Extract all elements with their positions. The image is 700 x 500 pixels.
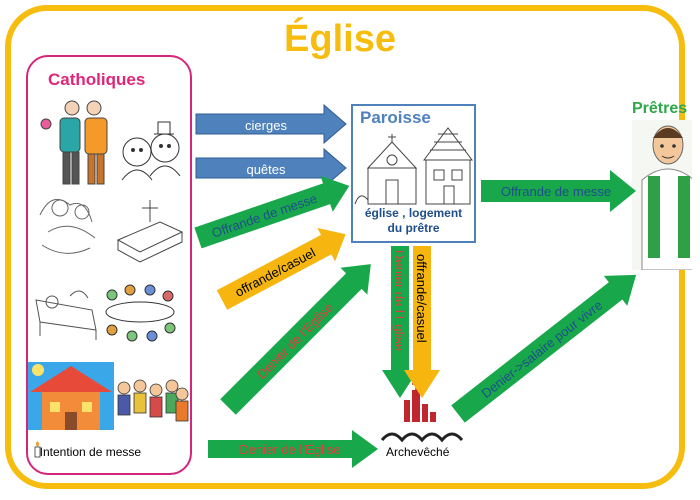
arrow-label-denier-salaire: Denier->salaire pour vivre [478,297,605,401]
catholiques-title: Catholiques [48,70,146,89]
arrow-offrande-casuel-paroisse: offrande/casuel [404,246,440,398]
arrow-cierges: cierges [195,103,347,145]
paroisse-subtitle: église , logement du prêtre [351,206,476,236]
children-group-illustration [117,379,189,422]
arrow-label-quetes: quêtes [246,162,286,177]
arrow-denier-catholiques-paroisse: Denier de l’Eglise [220,264,371,415]
community-meal-illustration [105,284,176,342]
arrow-label-offrande-messe-catholiques: Offrande de messe [210,191,319,241]
school-illustration [28,362,114,430]
arrow-quetes: quêtes [195,147,347,189]
church-and-house-illustration [354,127,473,205]
arrow-label-offrande-messe-pretres: Offrande de messe [501,184,611,199]
intention-de-messe-label: Intention de messe [33,445,142,459]
arrow-offrande-messe-pretres: Offrande de messe [481,170,636,212]
baptism-illustration [39,198,96,254]
page-title: Église [284,18,396,60]
paroisse-subtitle-line1: église , logement [364,206,463,220]
paroisse-subtitle-line2: du prêtre [387,221,440,235]
paroisse-title: Paroisse [360,108,431,127]
arrow-label-offrande-casuel-catholiques: offrande/casuel [233,245,318,300]
sick-person-illustration [35,290,97,340]
arrow-label-denier-catholiques-paroisse: Denier de l’Eglise [254,300,336,382]
funeral-tomb-illustration [116,200,184,263]
paroisse-box [351,104,476,243]
candle-icon [34,441,41,458]
catholiques-box [26,55,192,475]
priest-illustration [632,120,692,270]
arrow-label-denier-catholiques-archeveche: Denier de l’Eglise [239,442,340,457]
archeveche-label: Archevêché [386,445,450,459]
arrow-denier-salaire: Denier->salaire pour vivre [451,274,637,423]
arrow-label-cierges: cierges [245,118,287,133]
arrow-label-offrande-casuel-paroisse: offrande/casuel [414,254,429,343]
people-illustration-1 [40,100,108,185]
arrow-denier-catholiques-archeveche: Denier de l’Eglise [208,430,378,468]
pretres-title: Prêtres [632,100,688,117]
arrow-denier-paroisse-archeveche: Denier de l’Eglise [382,246,418,398]
arrow-label-denier-paroisse-archeveche: Denier de l’Eglise [392,250,407,351]
wedding-couple-illustration [121,121,181,181]
